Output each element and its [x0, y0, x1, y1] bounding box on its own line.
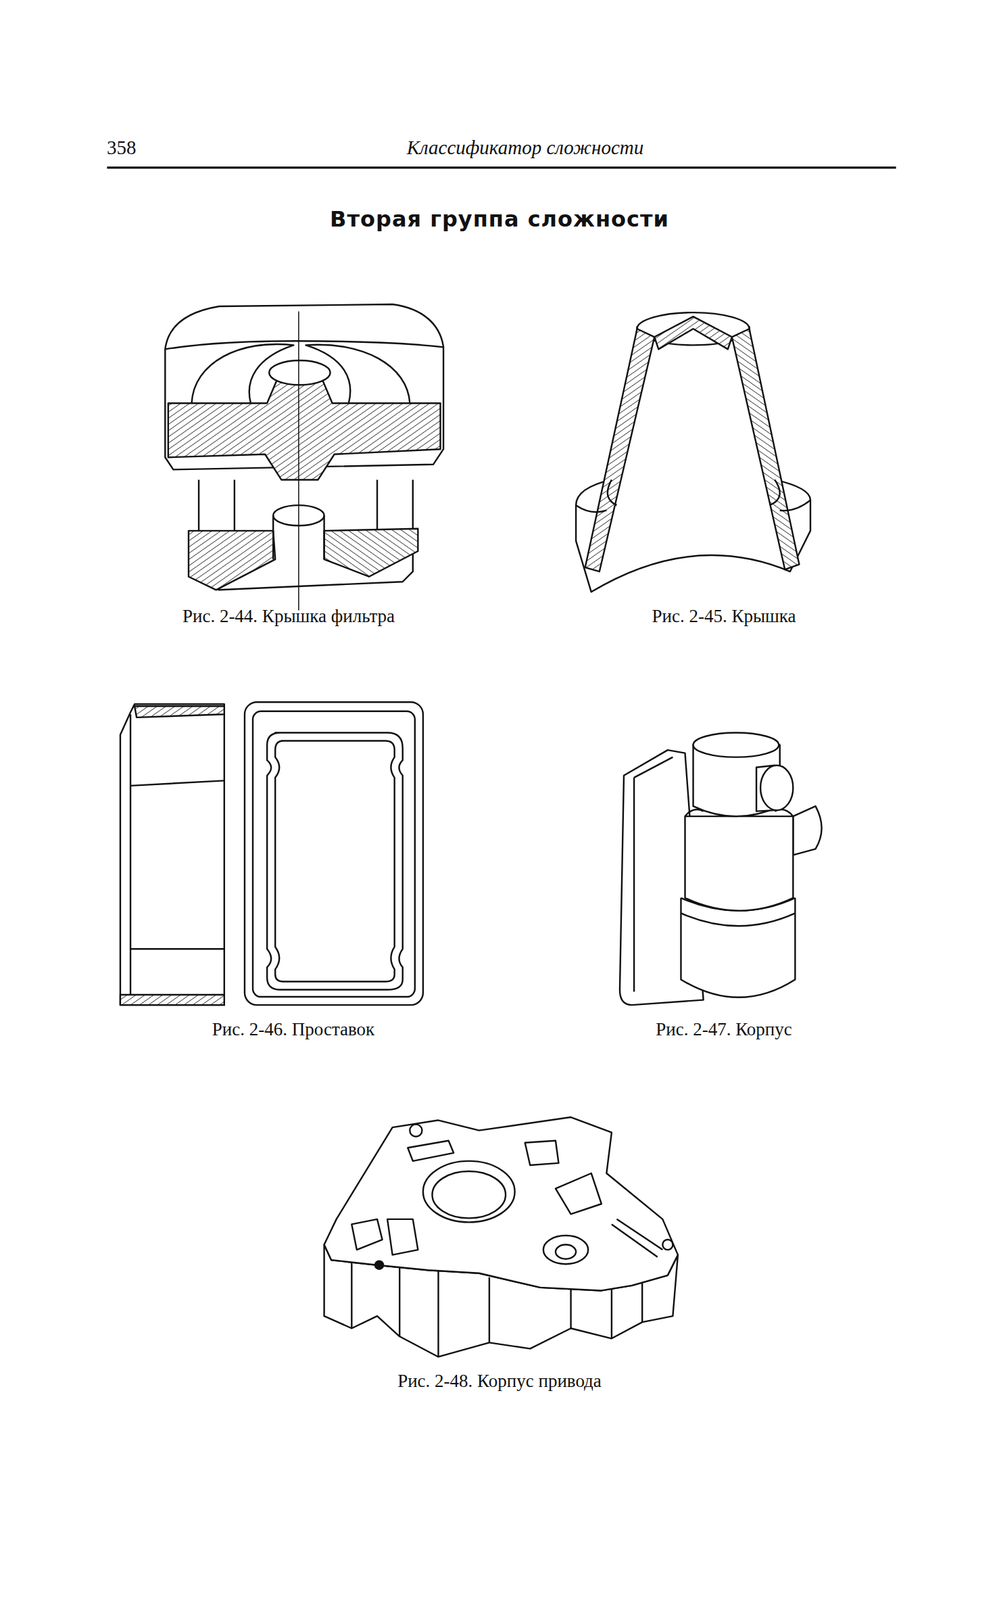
mark [375, 1260, 384, 1269]
flange-edge [575, 500, 811, 513]
spacer-line [130, 713, 225, 995]
small-bore [543, 1234, 589, 1264]
drive-housing-drawing [324, 1116, 678, 1356]
housing-drawing [619, 732, 822, 1005]
section-hatch [120, 994, 225, 1005]
section-hatch [732, 328, 800, 570]
figure-caption: Рис. 2-44. Крышка фильтра [182, 605, 395, 627]
main-bore-inner [431, 1170, 506, 1218]
lower-cylinder [680, 897, 795, 997]
axis-line [298, 311, 300, 611]
section-hatch [134, 705, 225, 718]
figure-caption: Рис. 2-48. Корпус привода [397, 1370, 602, 1392]
section-hatch [654, 316, 733, 349]
spacer-front [244, 701, 424, 1005]
header-rule [106, 166, 896, 169]
cover-edge [164, 340, 444, 349]
figure-caption: Рис. 2-46. Проставок [212, 1018, 375, 1040]
side-boss [792, 805, 822, 855]
pocket [351, 1218, 382, 1250]
pocket [525, 1140, 559, 1165]
running-head: Классификатор сложности [406, 136, 644, 159]
figure-caption: Рис. 2-47. Корпус [655, 1018, 793, 1040]
pocket [387, 1218, 418, 1255]
section-hatch [188, 530, 276, 590]
spacer-drawing [120, 701, 424, 1005]
upper-cylinder [684, 815, 793, 911]
boss [662, 1238, 673, 1250]
section-hatch [324, 528, 419, 577]
housing-top [324, 1116, 678, 1290]
section-hatch [585, 328, 655, 572]
spacer-window [275, 740, 395, 982]
small-bore-inner [555, 1244, 576, 1259]
filter-cover-drawing [164, 304, 444, 610]
spacer-rim [252, 711, 416, 997]
section-heading: Вторая группа сложности [329, 206, 670, 232]
flange-edge [607, 479, 781, 505]
housing-edge [351, 1262, 643, 1357]
slot [611, 1218, 663, 1257]
section-hatch [168, 369, 441, 480]
side-cylinder-end [760, 765, 793, 810]
plate-edge [634, 757, 673, 992]
neck-top [693, 732, 780, 757]
boss [409, 1124, 422, 1137]
cover-drawing [575, 312, 811, 592]
hub-edge [234, 479, 378, 530]
figure-caption: Рис. 2-45. Крышка [651, 605, 796, 627]
pocket [555, 1172, 602, 1214]
nut-top [269, 360, 330, 385]
page-number: 358 [106, 136, 137, 159]
pocket [407, 1140, 454, 1161]
spacer-window [266, 732, 403, 989]
main-bore [423, 1160, 516, 1222]
cone-body [575, 326, 811, 592]
spacer-side [120, 703, 225, 1005]
